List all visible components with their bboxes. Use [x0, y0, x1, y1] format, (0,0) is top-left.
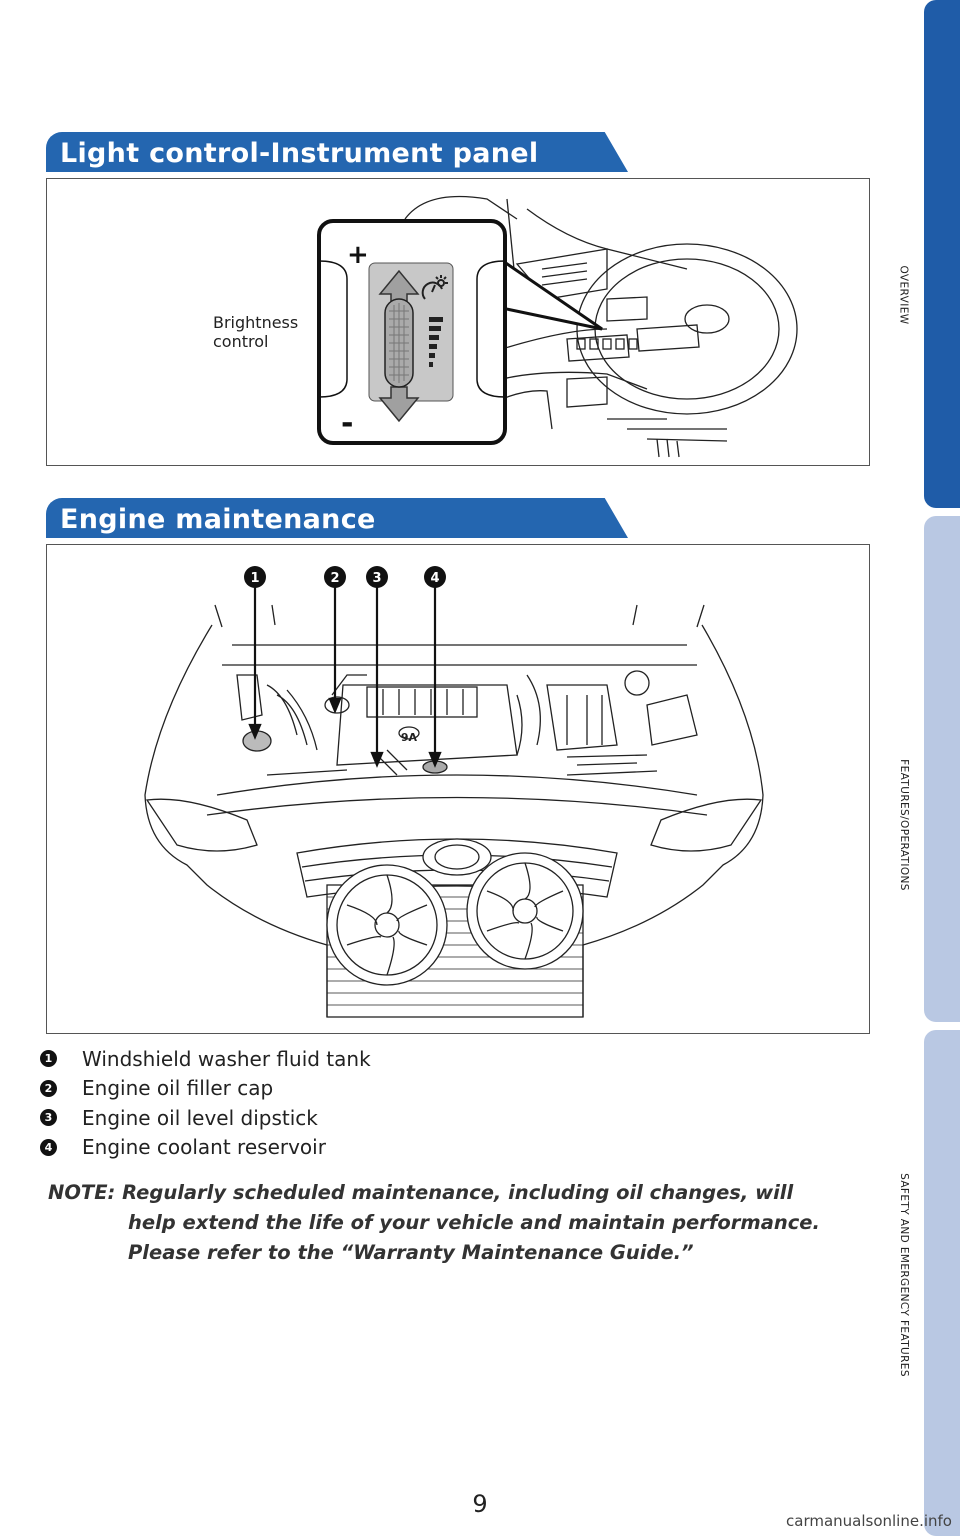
light-control-illustration: + - Brightness control [46, 178, 870, 466]
engine-maintenance-section-title: Engine maintenance [46, 498, 628, 538]
callout-1-number: 1 [250, 571, 259, 586]
callout-2-marker [324, 566, 346, 588]
note-line-2: help extend the life of your vehicle and… [128, 1211, 820, 1234]
plus-sign: + [347, 240, 369, 270]
engine-illustration: V6 1 2 3 4 [46, 544, 870, 1034]
callout-3-number: 3 [372, 571, 381, 586]
note-line-3: Please refer to the “Warranty Maintenanc… [128, 1241, 694, 1264]
brightness-label-line1: Brightness [213, 313, 299, 332]
tab-safety-emergency[interactable] [924, 1030, 960, 1536]
callout-2-number: 2 [330, 571, 339, 586]
legend-item: 4 Engine coolant reservoir [40, 1133, 371, 1163]
callout-1-marker [244, 566, 266, 588]
tab-overview-label: OVERVIEW [898, 265, 910, 325]
legend-number-badge: 1 [40, 1050, 57, 1068]
callout-4-marker [424, 566, 446, 588]
page-number: 9 [472, 1490, 488, 1518]
callout-4-number: 4 [430, 571, 439, 586]
tab-features-label: FEATURES/OPERATIONS [898, 759, 911, 891]
note-line-1: NOTE: Regularly scheduled maintenance, i… [48, 1181, 794, 1204]
watermark: carmanualsonline.info [786, 1512, 952, 1530]
legend-text: Engine coolant reservoir [82, 1135, 326, 1160]
legend-item: 2 Engine oil filler cap [40, 1074, 371, 1104]
legend-item: 1 Windshield washer fluid tank [40, 1044, 371, 1074]
engine-bay-drawing: V6 1 2 3 4 [144, 566, 764, 1018]
light-control-section-title: Light control-Instrument panel [46, 132, 628, 172]
legend-number-badge: 4 [40, 1138, 57, 1156]
legend-text: Windshield washer fluid tank [82, 1046, 371, 1071]
legend-number-badge: 3 [40, 1109, 57, 1127]
tab-safety-label: SAFETY AND EMERGENCY FEATURES [898, 1173, 911, 1377]
legend-item: 3 Engine oil level dipstick [40, 1103, 371, 1133]
minus-sign: - [341, 406, 353, 441]
maintenance-note: NOTE: Regularly scheduled maintenance, i… [48, 1178, 888, 1268]
dashboard-illustration: + - [317, 195, 798, 458]
engine-v6-badge: V6 [400, 730, 417, 743]
callout-3-marker [366, 566, 388, 588]
tab-features-operations[interactable] [924, 516, 960, 1022]
engine-parts-legend: 1 Windshield washer fluid tank 2 Engine … [40, 1044, 371, 1162]
legend-number-badge: 2 [40, 1079, 57, 1097]
brightness-control-label: Brightness control [213, 313, 298, 351]
legend-text: Engine oil level dipstick [82, 1105, 318, 1130]
legend-text: Engine oil filler cap [82, 1076, 274, 1101]
brightness-label-line2: control [213, 332, 269, 351]
tab-overview[interactable] [924, 0, 960, 508]
